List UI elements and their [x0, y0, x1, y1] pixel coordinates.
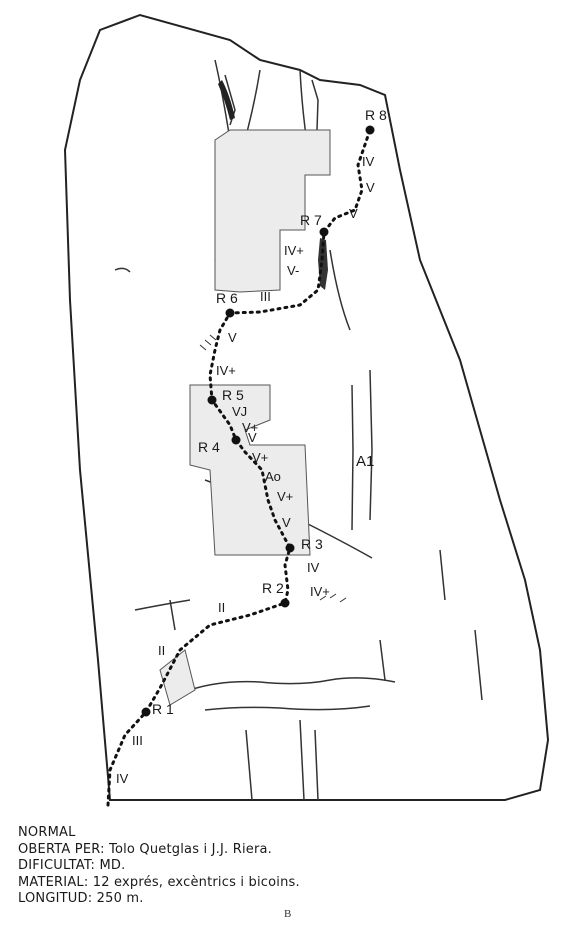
rock-features: [114, 59, 483, 801]
grade-label: V+: [277, 489, 293, 504]
grade-label: III: [132, 733, 143, 748]
grade-label: III: [260, 289, 271, 304]
length-label: LONGITUD:: [18, 891, 93, 906]
belay-r8: R 8: [365, 107, 387, 135]
belay-label: R 7: [300, 212, 322, 228]
page-mark: B: [284, 908, 292, 920]
grade-label: V: [349, 206, 358, 221]
belay-label: R 8: [365, 107, 387, 123]
route-info: NORMAL OBERTA PER: Tolo Quetglas i J.J. …: [18, 825, 300, 908]
grade-label: II: [158, 643, 165, 658]
belays: R 1 R 2 R 3 R 4 R 5 R 6 R 7 R 8: [141, 107, 387, 717]
opened-by-row: OBERTA PER: Tolo Quetglas i J.J. Riera.: [18, 842, 300, 859]
belay-r1: R 1: [141, 701, 174, 717]
opened-by-value: Tolo Quetglas i J.J. Riera.: [109, 841, 273, 857]
difficulty-label: DIFICULTAT:: [18, 858, 96, 873]
belay-label: R 1: [152, 701, 174, 717]
grade-label: IV+: [284, 243, 304, 258]
grade-label: V: [248, 430, 257, 445]
grade-label: V-: [287, 263, 299, 278]
belay-r6: R 6: [216, 290, 238, 318]
route-name: NORMAL: [18, 825, 76, 840]
grade-label: IV: [116, 771, 129, 786]
rock-outline: [63, 13, 550, 801]
difficulty-row: DIFICULTAT: MD.: [18, 858, 300, 875]
material-value: 12 exprés, excèntrics i bicoins.: [92, 874, 300, 890]
belay-label: R 5: [222, 387, 244, 403]
opened-by-label: OBERTA PER:: [18, 841, 105, 857]
belay-label: R 6: [216, 290, 238, 306]
grade-label: V+: [242, 420, 258, 435]
grade-label: IV+: [216, 363, 236, 378]
grade-label: IV+: [310, 584, 330, 599]
length-value: 250 m.: [96, 891, 144, 906]
grade-label: V+: [252, 450, 268, 465]
route-hatches: [199, 334, 347, 603]
dark-crack: [218, 80, 235, 120]
route-topo-diagram: R 1 R 2 R 3 R 4 R 5 R 6 R 7 R 8: [63, 13, 550, 807]
grade-label: VJ: [232, 404, 247, 419]
difficulty-value: MD.: [99, 858, 126, 873]
grade-label: V: [366, 180, 375, 195]
belay-label: R 4: [198, 439, 220, 455]
grade-label: V: [228, 330, 237, 345]
grade-label: IV: [307, 560, 320, 575]
belay-label: R 2: [262, 580, 284, 596]
grade-label: Ao: [265, 469, 281, 484]
belay-label: R 3: [301, 536, 323, 552]
belay-r4: R 4: [198, 435, 241, 455]
length-row: LONGITUD: 250 m.: [18, 891, 300, 908]
variant-label: A1: [356, 453, 374, 470]
belay-r2: R 2: [262, 580, 290, 608]
material-label: MATERIAL:: [18, 874, 89, 890]
belay-r5: R 5: [207, 387, 244, 405]
belay-r7: R 7: [300, 212, 329, 237]
material-row: MATERIAL: 12 exprés, excèntrics i bicoin…: [18, 875, 300, 892]
pitch-grades: IV III II II IV+ IV V V+ Ao V+ V V+ VJ I…: [116, 154, 375, 786]
grade-label: II: [218, 600, 225, 615]
belay-r3: R 3: [285, 536, 323, 553]
grade-label: IV: [362, 154, 375, 169]
grade-label: V: [282, 515, 291, 530]
stippled-slabs: [159, 129, 331, 706]
